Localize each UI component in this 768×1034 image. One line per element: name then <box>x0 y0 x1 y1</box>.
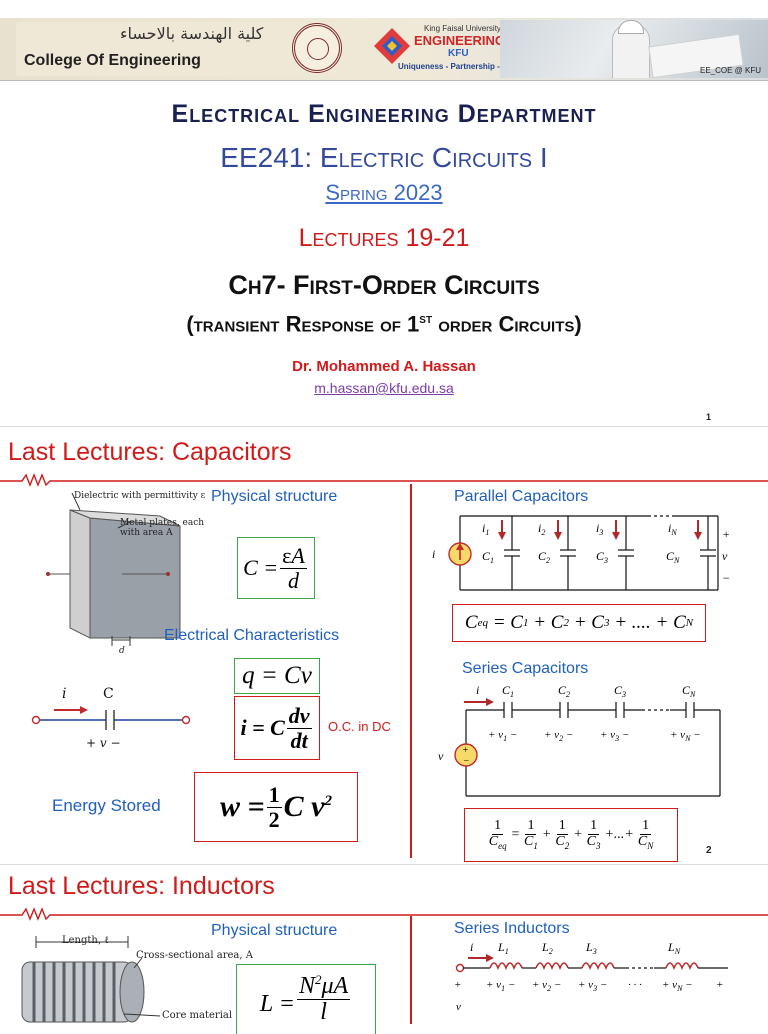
electrical-characteristics-heading: Electrical Characteristics <box>164 627 340 644</box>
capacitor-plate-diagram <box>46 492 181 646</box>
parallel-capacitors-circuit: i i1 i2 i3 iN C1 C2 C3 CN + v − <box>432 515 730 591</box>
capacitor-symbol <box>31 706 191 730</box>
dielectric-label: Dielectric with permittivity ε <box>74 491 206 501</box>
capacitor-voltage-label: + v − <box>86 736 121 750</box>
slide3-title: Last Lectures: Inductors <box>8 872 275 900</box>
svg-text:v: v <box>456 1001 461 1013</box>
charge-formula: q = Cv <box>234 658 320 694</box>
svg-text:C2: C2 <box>538 549 550 565</box>
physical-structure-heading: Physical structure <box>211 488 338 505</box>
svg-text:· · ·: · · · <box>628 979 642 991</box>
series-capacitors-heading: Series Capacitors <box>462 660 589 677</box>
slide2-title-underline <box>0 473 768 487</box>
svg-text:LN: LN <box>667 940 681 956</box>
kfu-short-name: KFU <box>448 48 469 59</box>
svg-text:+ vN −: + vN − <box>662 979 693 993</box>
svg-text:iN: iN <box>668 521 677 537</box>
svg-text:L3: L3 <box>585 940 597 956</box>
svg-text:+ v2 −: + v2 − <box>544 729 573 743</box>
author-name: Dr. Mohammed A. Hassan <box>292 358 476 375</box>
inductor-area-label: Cross-sectional area, A <box>136 950 253 961</box>
svg-text:−: − <box>722 571 730 585</box>
slide1-page-number: 1 <box>706 412 712 422</box>
svg-text:+ v3 −: + v3 − <box>578 979 607 993</box>
term-link[interactable]: Spring 2023 <box>325 180 443 205</box>
university-seal-icon <box>292 23 342 73</box>
svg-text:i3: i3 <box>596 521 603 537</box>
svg-text:C2: C2 <box>558 683 570 699</box>
capacitor-c-label: C <box>103 686 114 702</box>
slide3-divider-top <box>0 864 768 865</box>
course-title: EE241: Electric Circuits I <box>220 142 548 173</box>
svg-text:i: i <box>476 683 479 697</box>
capacitor-current-label: i <box>62 686 67 702</box>
svg-text:C1: C1 <box>502 683 514 699</box>
svg-text:+: + <box>462 745 469 756</box>
kfu-university-name: King Faisal University <box>424 24 501 33</box>
svg-text:v: v <box>438 749 444 763</box>
inductor-core-label: Core material <box>162 1010 233 1021</box>
svg-text:+ v1 −: + v1 − <box>488 729 517 743</box>
energy-stored-heading: Energy Stored <box>52 796 161 815</box>
svg-text:+ v1 −: + v1 − <box>486 979 515 993</box>
slide2-title: Last Lectures: Capacitors <box>8 438 292 466</box>
chapter-subtitle: (transient Response of 1st order Circuit… <box>186 310 582 337</box>
slide2-page-number: 2 <box>706 845 712 856</box>
series-capacitors-circuit: + − i C1 C2 C3 CN v + v1 − + v2 − + v3 −… <box>438 683 721 797</box>
inductor-coil-diagram <box>21 936 161 1023</box>
metal-plates-label: Metal plates, each with area A <box>120 518 205 538</box>
author-email-link[interactable]: m.hassan@kfu.edu.sa <box>314 380 454 396</box>
svg-text:+ v3 −: + v3 − <box>600 729 629 743</box>
plate-gap-label: d <box>119 646 125 656</box>
svg-text:v: v <box>722 549 728 563</box>
svg-text:+: + <box>722 527 730 541</box>
svg-text:i2: i2 <box>538 521 545 537</box>
svg-text:−: − <box>463 756 470 767</box>
series-inductors-heading: Series Inductors <box>454 920 570 937</box>
svg-text:i1: i1 <box>482 521 489 537</box>
kfu-logo-icon <box>372 26 412 66</box>
lectures-title: Lectures 19-21 <box>298 224 470 252</box>
svg-text:CN: CN <box>666 549 680 565</box>
department-title: Electrical Engineering Department <box>171 100 597 128</box>
inductor-length-label: Length, ℓ <box>62 935 110 946</box>
svg-text:C3: C3 <box>596 549 608 565</box>
parallel-capacitors-heading: Parallel Capacitors <box>454 488 589 505</box>
svg-text:i: i <box>432 547 435 561</box>
svg-text:C3: C3 <box>614 683 626 699</box>
inductor-physical-structure-heading: Physical structure <box>211 922 338 939</box>
banner-code: EE_COE @ KFU <box>700 66 762 75</box>
svg-text:CN: CN <box>682 683 696 699</box>
slide3-column-divider <box>410 916 412 1024</box>
svg-text:+: + <box>454 979 461 991</box>
svg-text:i: i <box>470 940 473 954</box>
slide2-divider-top <box>0 426 768 427</box>
kfu-motto: Uniqueness - Partnership - Success <box>398 62 535 71</box>
college-arabic-name: كلية الهندسة بالاحساء <box>120 24 264 43</box>
open-circuit-note: O.C. in DC <box>328 719 391 734</box>
slide3-title-underline <box>0 907 768 921</box>
college-english-name: College Of Engineering <box>24 52 201 69</box>
series-inductors-circuit: i L1 L2 L3 LN + v + v1 − + v2 − + v3 − ·… <box>454 940 728 1013</box>
svg-text:+: + <box>716 979 723 991</box>
header-banner: كلية الهندسة بالاحساء College Of Enginee… <box>0 18 768 81</box>
svg-text:C1: C1 <box>482 549 494 565</box>
svg-text:+ vN −: + vN − <box>670 729 701 743</box>
chapter-title: Ch7- First-Order Circuits <box>228 270 540 300</box>
svg-text:+ v2 −: + v2 − <box>532 979 561 993</box>
engineer-photo: EE_COE @ KFU <box>500 20 768 78</box>
svg-text:L2: L2 <box>541 940 553 956</box>
kfu-engineering-text: ENGINEERING <box>414 33 506 48</box>
slide2-column-divider <box>410 484 412 858</box>
svg-text:L1: L1 <box>497 940 509 956</box>
